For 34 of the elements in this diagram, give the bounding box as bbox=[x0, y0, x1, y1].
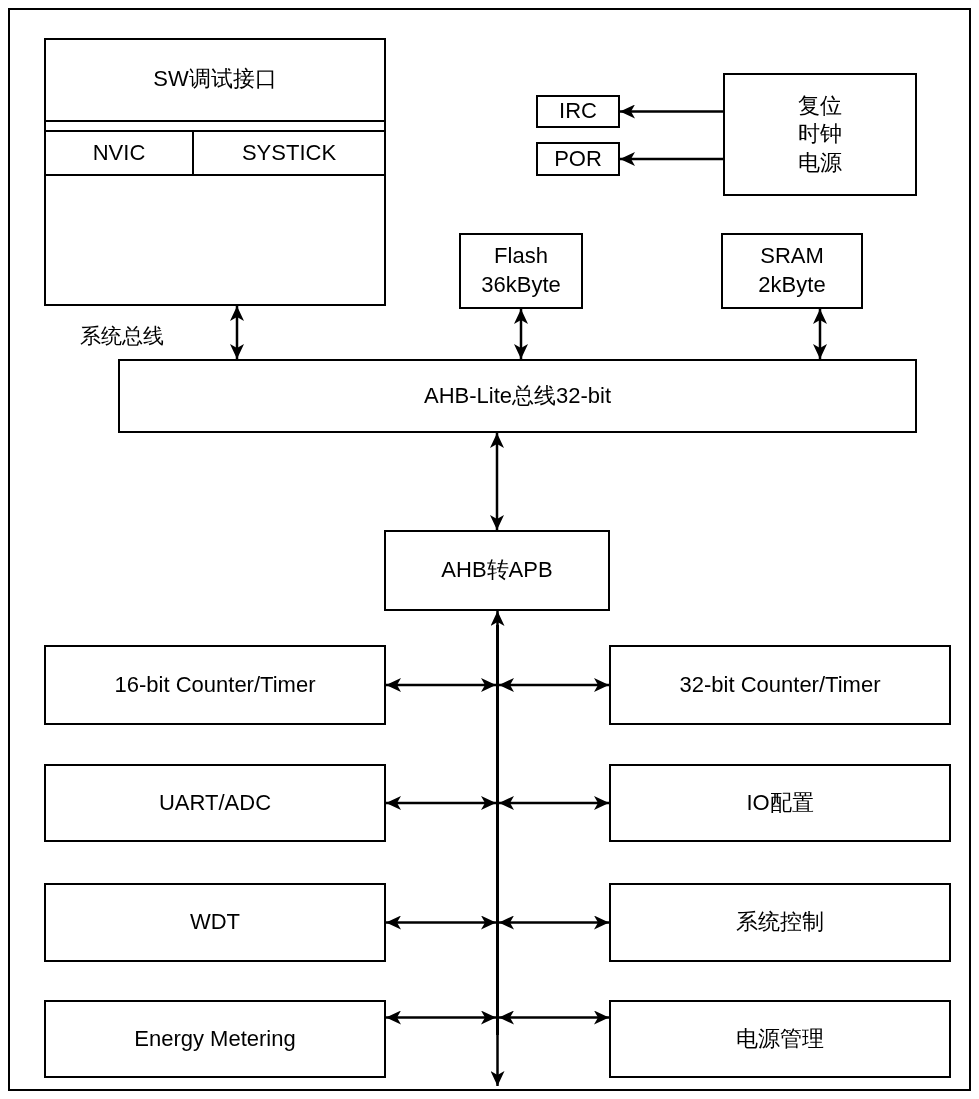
reset-box: POR bbox=[536, 142, 620, 176]
bus-line bbox=[496, 625, 499, 1035]
arrow bbox=[386, 796, 496, 810]
arrow bbox=[499, 1010, 609, 1025]
peripheral-box: IO配置 bbox=[609, 764, 951, 842]
arrow bbox=[386, 915, 496, 930]
peripheral-box: 32-bit Counter/Timer bbox=[609, 645, 951, 725]
arrow bbox=[490, 1035, 505, 1086]
arrow bbox=[620, 152, 723, 166]
memory-box: Flash 36kByte bbox=[459, 233, 583, 309]
interface-box: SW调试接口 bbox=[44, 38, 386, 122]
bus-box: AHB-Lite总线32-bit bbox=[118, 359, 917, 433]
arrow bbox=[386, 678, 496, 692]
power-clock-box: 复位时钟电源 bbox=[723, 73, 917, 196]
processor-box bbox=[44, 38, 386, 306]
arrow bbox=[499, 678, 609, 692]
memory-box: SRAM 2kByte bbox=[721, 233, 863, 309]
peripheral-box: 16-bit Counter/Timer bbox=[44, 645, 386, 725]
arrow bbox=[230, 306, 244, 359]
arrow bbox=[620, 104, 723, 119]
arrow bbox=[514, 309, 528, 359]
arrow bbox=[490, 433, 504, 530]
bridge-box: AHB转APB bbox=[384, 530, 610, 611]
peripheral-box: Energy Metering bbox=[44, 1000, 386, 1078]
peripheral-box: UART/ADC bbox=[44, 764, 386, 842]
clock-box: IRC bbox=[536, 95, 620, 128]
arrow bbox=[490, 611, 505, 626]
arrow bbox=[499, 915, 609, 930]
arrow bbox=[386, 1010, 496, 1025]
peripheral-box: WDT bbox=[44, 883, 386, 962]
peripheral-box: 电源管理 bbox=[609, 1000, 951, 1078]
peripheral-box: 系统控制 bbox=[609, 883, 951, 962]
arrow bbox=[813, 309, 827, 359]
arrow bbox=[499, 796, 609, 810]
